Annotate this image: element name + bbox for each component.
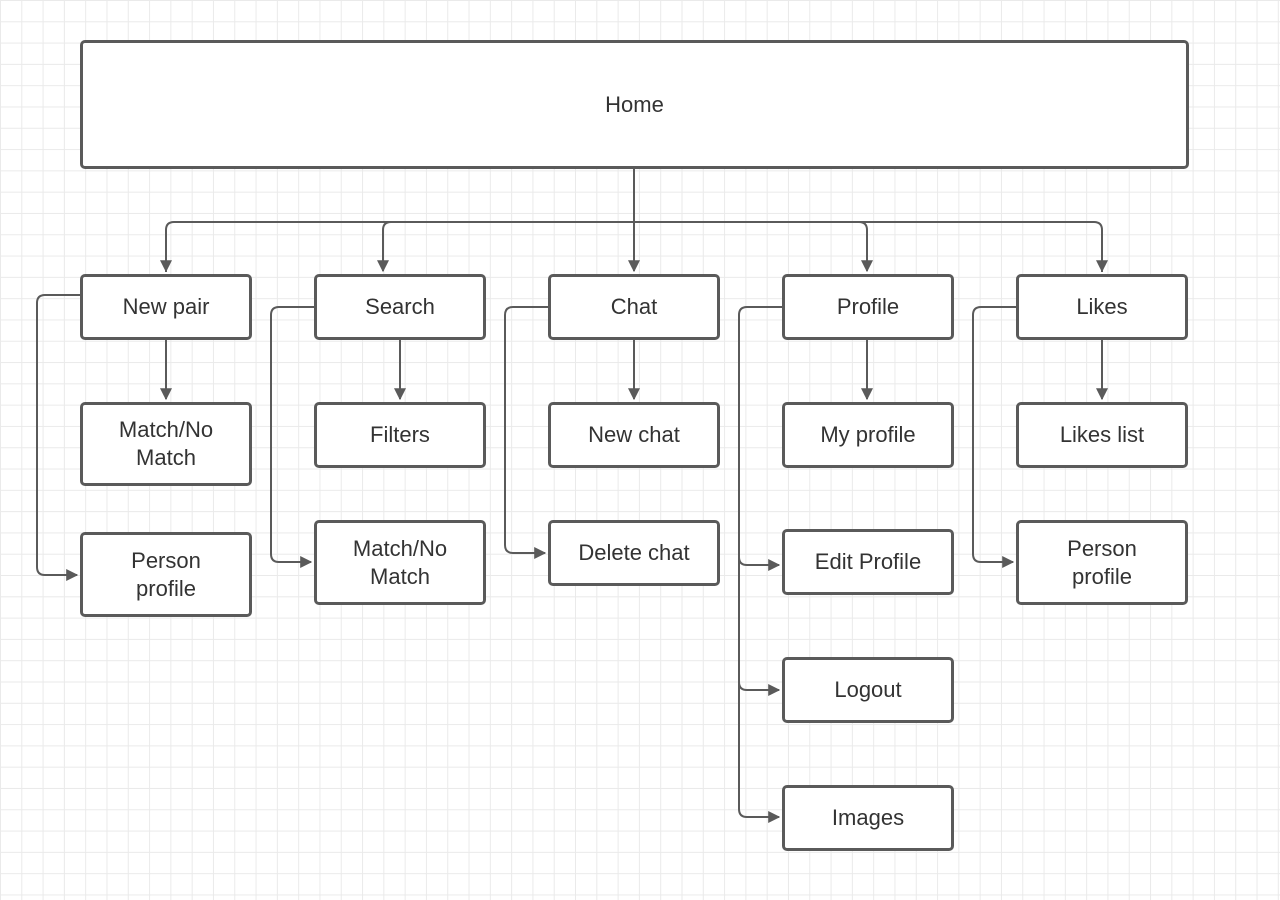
node-new-pair: New pair: [80, 274, 252, 340]
node-profile-my-profile: My profile: [782, 402, 954, 468]
edge-profile-logout: [738, 681, 781, 696]
node-search-match: Match/No Match: [314, 520, 486, 605]
node-likes: Likes: [1016, 274, 1188, 340]
edge-home-search: [377, 221, 392, 273]
node-likes-person-profile: Person profile: [1016, 520, 1188, 605]
node-search-filters: Filters: [314, 402, 486, 468]
node-profile: Profile: [782, 274, 954, 340]
edge-likes-person-profile: [972, 306, 1016, 568]
node-new-pair-person-profile: Person profile: [80, 532, 252, 617]
node-home: Home: [80, 40, 1189, 169]
edge-chat-delete-chat: [504, 306, 548, 559]
node-profile-images: Images: [782, 785, 954, 851]
edge-new-pair-person-profile: [36, 294, 80, 581]
node-chat-new-chat: New chat: [548, 402, 720, 468]
node-search: Search: [314, 274, 486, 340]
node-profile-logout: Logout: [782, 657, 954, 723]
node-chat: Chat: [548, 274, 720, 340]
node-profile-edit-profile: Edit Profile: [782, 529, 954, 595]
edge-profile-trunk: [738, 306, 782, 823]
node-chat-delete-chat: Delete chat: [548, 520, 720, 586]
edge-home-profile: [858, 221, 873, 273]
edge-profile-edit-profile: [738, 556, 781, 571]
node-likes-likes-list: Likes list: [1016, 402, 1188, 468]
node-new-pair-match: Match/No Match: [80, 402, 252, 486]
edge-search-match: [270, 306, 314, 568]
